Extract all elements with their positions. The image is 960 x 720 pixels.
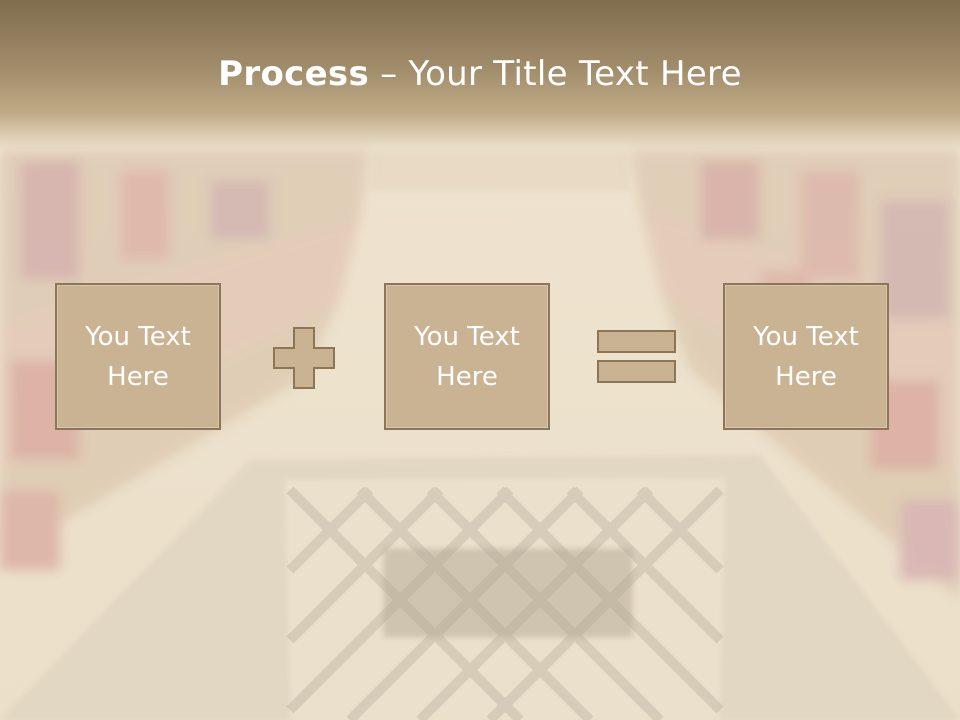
process-box-3[interactable]: You Text Here xyxy=(723,283,889,430)
process-box-1-label: You Text Here xyxy=(85,321,191,392)
process-box-3-label: You Text Here xyxy=(753,321,859,392)
process-box-2[interactable]: You Text Here xyxy=(384,283,550,430)
process-box-1[interactable]: You Text Here xyxy=(55,283,221,430)
title-rest: – Your Title Text Here xyxy=(369,54,742,94)
title-bold: Process xyxy=(218,54,370,94)
title-bar xyxy=(0,0,960,150)
equals-icon xyxy=(597,330,676,383)
process-box-2-label: You Text Here xyxy=(414,321,520,392)
slide-title: Process – Your Title Text Here xyxy=(0,54,960,94)
plus-icon xyxy=(273,327,335,389)
